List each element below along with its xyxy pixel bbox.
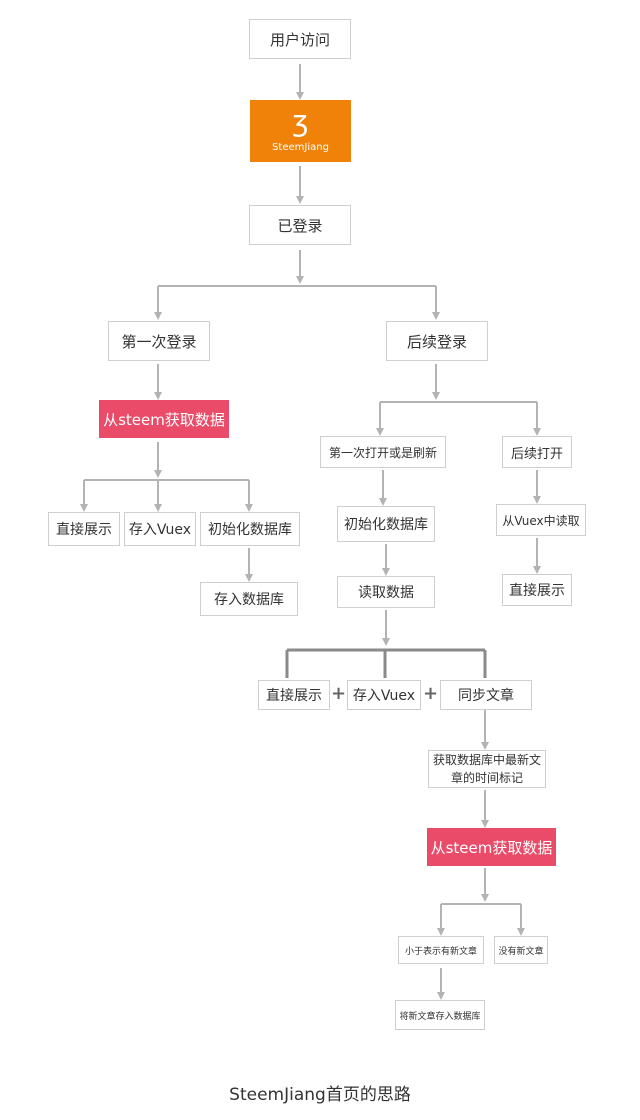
node-store-vuex-2-label: 存入Vuex (352, 688, 416, 704)
node-init-db-2-label: 初始化数据库 (344, 517, 428, 533)
node-direct-show-2-label: 直接展示 (509, 583, 565, 599)
node-read-data: 读取数据 (337, 576, 435, 608)
node-no-new-label: 没有新文章 (498, 946, 544, 957)
node-store-db-label: 存入数据库 (214, 592, 284, 608)
node-direct-show-3-label: 直接展示 (266, 688, 322, 704)
node-read-vuex: 从Vuex中读取 (496, 504, 586, 536)
node-later-login: 后续登录 (386, 321, 488, 361)
node-later-open-label: 后续打开 (510, 446, 563, 462)
node-first-open-refresh-label: 第一次打开或是刷新 (328, 445, 437, 460)
node-fetch-steem-2-label: 从steem获取数据 (430, 838, 553, 857)
node-fetch-steem-1-label: 从steem获取数据 (103, 410, 225, 429)
node-sync-articles: 同步文章 (440, 680, 532, 710)
node-store-vuex-2: 存入Vuex (347, 680, 421, 710)
node-init-db-2: 初始化数据库 (337, 506, 435, 542)
logo-brand-text: SteemJiang (272, 142, 329, 153)
node-init-db-1-label: 初始化数据库 (208, 522, 292, 538)
node-read-data-label: 读取数据 (358, 585, 414, 601)
node-read-vuex-label: 从Vuex中读取 (502, 513, 580, 528)
node-visit-label: 用户访问 (269, 30, 330, 49)
node-later-login-label: 后续登录 (406, 332, 467, 351)
node-direct-show-1-label: 直接展示 (56, 522, 112, 538)
node-no-new: 没有新文章 (494, 936, 548, 964)
node-fetch-steem-2: 从steem获取数据 (427, 828, 556, 866)
node-sync-articles-label: 同步文章 (458, 688, 514, 704)
node-save-new-to-db: 将新文章存入数据库 (395, 1000, 485, 1030)
node-store-db: 存入数据库 (200, 582, 298, 616)
plus-sign-2: + (423, 683, 439, 704)
node-latest-timestamp: 获取数据库中最新文章的时间标记 (428, 750, 546, 788)
node-direct-show-3: 直接展示 (258, 680, 330, 710)
node-direct-show-2: 直接展示 (502, 574, 572, 606)
node-direct-show-1: 直接展示 (48, 512, 120, 546)
node-init-db-1: 初始化数据库 (200, 512, 300, 546)
node-latest-timestamp-label: 获取数据库中最新文章的时间标记 (433, 753, 542, 785)
node-logo: ⳅ SteemJiang (250, 100, 351, 162)
node-logged-in-label: 已登录 (277, 216, 323, 235)
steemjiang-logo-icon: ⳅ (293, 104, 308, 139)
node-first-login-label: 第一次登录 (121, 332, 197, 351)
node-later-open: 后续打开 (502, 436, 572, 468)
diagram-caption: SteemJiang首页的思路 (229, 1085, 411, 1105)
plus-sign-1: + (331, 683, 347, 704)
node-save-new-to-db-label: 将新文章存入数据库 (399, 1011, 481, 1022)
node-first-open-refresh: 第一次打开或是刷新 (320, 436, 446, 468)
node-fetch-steem-1: 从steem获取数据 (99, 400, 229, 438)
node-logged-in: 已登录 (249, 205, 351, 245)
node-store-vuex-1-label: 存入Vuex (128, 522, 192, 538)
node-store-vuex-1: 存入Vuex (124, 512, 196, 546)
node-first-login: 第一次登录 (108, 321, 210, 361)
node-less-means-new: 小于表示有新文章 (398, 936, 484, 964)
node-less-means-new-label: 小于表示有新文章 (404, 946, 477, 957)
node-visit: 用户访问 (249, 19, 351, 59)
